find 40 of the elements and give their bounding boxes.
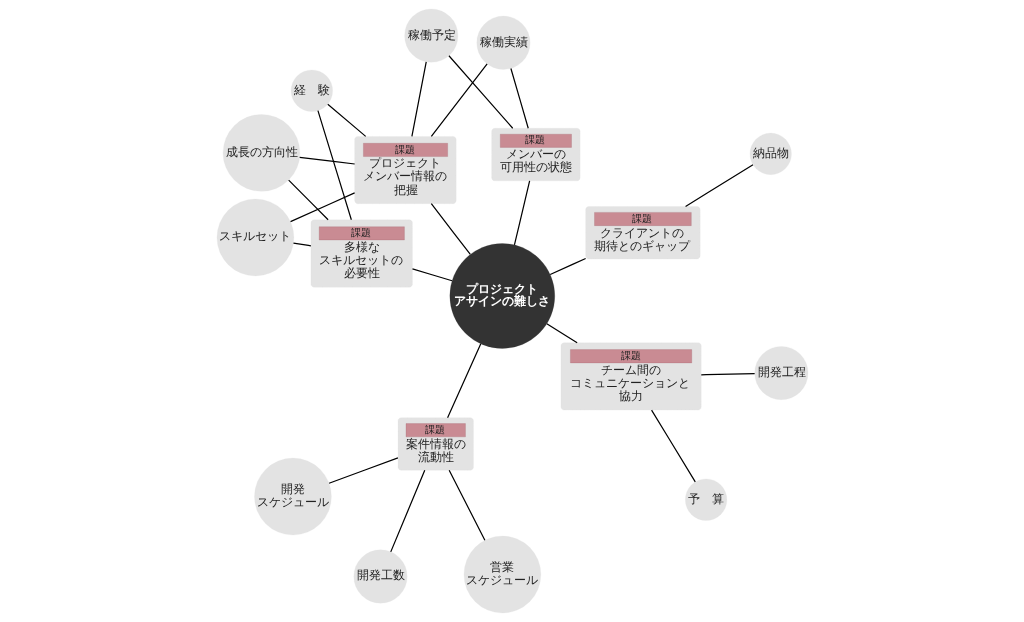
node-circle: スキルセット xyxy=(216,198,294,277)
connector xyxy=(316,109,352,221)
connector xyxy=(549,257,586,276)
connector xyxy=(447,55,513,129)
node-circle: 稼働実績 xyxy=(476,16,530,70)
connector xyxy=(545,323,578,344)
connector xyxy=(684,164,754,208)
connector xyxy=(410,61,427,137)
node-box: 課題 チーム間のコミュニケーションと協力 xyxy=(560,342,701,411)
node-circle: 稼働予定 xyxy=(404,8,458,63)
node-box: 課題 クライアントの期待とのギャップ xyxy=(585,206,700,260)
connector xyxy=(327,457,399,484)
node-box: 課題 案件情報の流動性 xyxy=(397,417,474,471)
node-box: 課題 多様なスキルセットの必要性 xyxy=(310,219,413,288)
connector xyxy=(326,103,366,137)
connector xyxy=(292,242,311,247)
connector xyxy=(298,156,355,165)
node-circle: 開発工程 xyxy=(754,346,808,400)
node-box: 課題 メンバーの可用性の状態 xyxy=(491,128,580,181)
connector xyxy=(389,469,425,553)
node-circle: 開発スケジュール xyxy=(253,458,331,536)
connector xyxy=(430,203,471,255)
node-circle: 営業スケジュール xyxy=(463,535,541,614)
node-circle: 経 験 xyxy=(290,69,333,112)
node-circle: 予 算 xyxy=(684,478,727,521)
node-circle: 成長の方向性 xyxy=(222,114,300,192)
connector xyxy=(700,373,755,376)
node-circle: 納品物 xyxy=(749,133,792,175)
connector xyxy=(446,343,481,419)
node-circle: プロジェクトアサインの難しさ xyxy=(449,243,555,349)
connector xyxy=(448,469,485,541)
connector xyxy=(430,63,488,137)
connector xyxy=(289,192,355,223)
connector xyxy=(513,180,530,246)
connector xyxy=(411,268,453,282)
connector xyxy=(509,67,529,129)
connector xyxy=(650,409,696,483)
node-box: 課題 プロジェクトメンバー情報の把握 xyxy=(354,136,456,204)
connector xyxy=(287,179,329,221)
node-circle: 開発工数 xyxy=(353,549,407,604)
